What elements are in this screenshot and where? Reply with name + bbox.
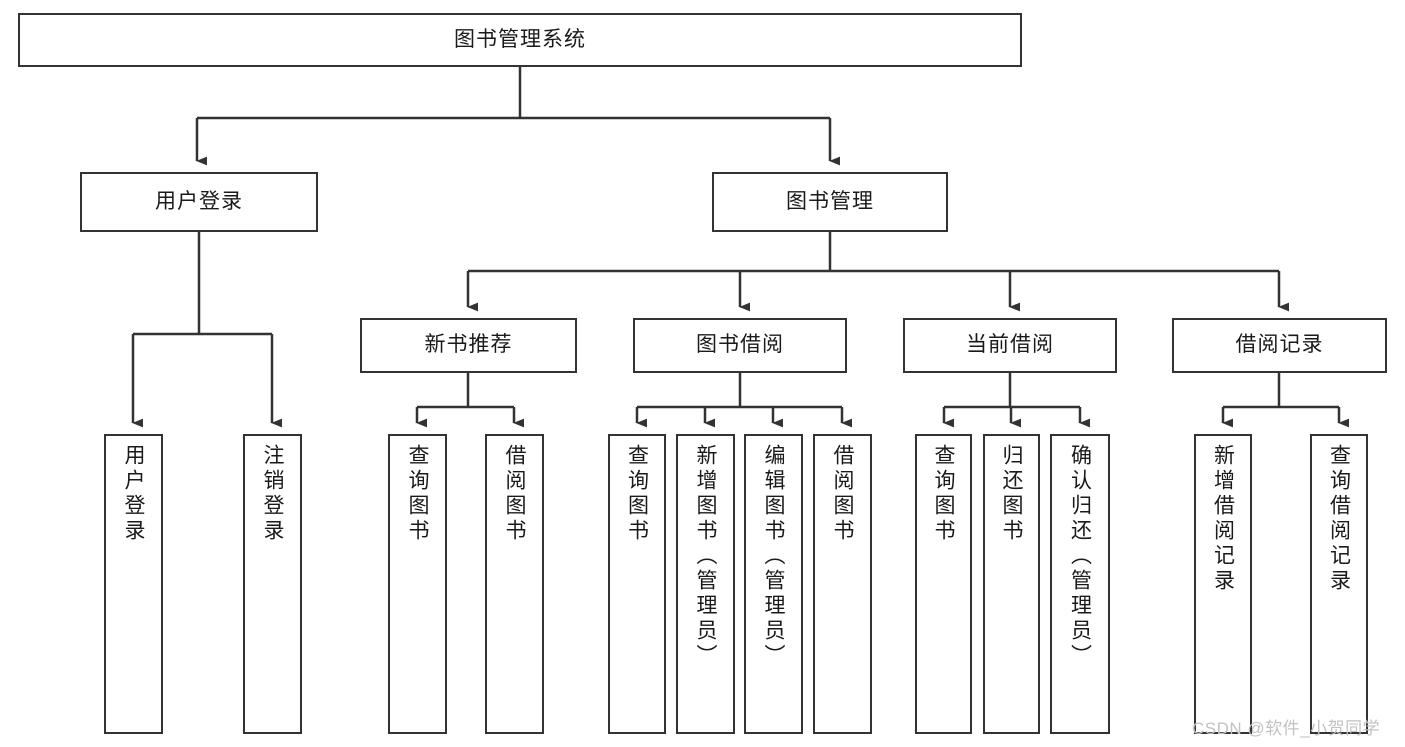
node-root-label: 图书管理系统 (454, 27, 586, 51)
node-leaf-query-book-c-label: 查询图书 (932, 444, 955, 544)
edge-current-borrow-to-leaves (942, 373, 1091, 428)
node-leaf-logout[interactable]: 注销登录 (243, 434, 302, 734)
node-leaf-edit-book[interactable]: 编辑图书（管理员） (744, 434, 803, 734)
node-leaf-query-record[interactable]: 查询借阅记录 (1310, 434, 1368, 734)
edge-new-book-rec-to-leaves (415, 373, 525, 428)
node-leaf-return-book-label: 归还图书 (1000, 444, 1023, 544)
edge-root-to-level2 (195, 67, 841, 166)
node-leaf-query-book-b-label: 查询图书 (625, 444, 649, 544)
edge-book-borrow-to-leaves (635, 373, 853, 428)
node-leaf-add-book[interactable]: 新增图书（管理员） (676, 434, 735, 734)
csdn-watermark: CSDN @软件_小贺同学 (1192, 719, 1381, 738)
node-leaf-query-book-rec-label: 查询图书 (406, 444, 429, 544)
node-leaf-query-record-label: 查询借阅记录 (1327, 444, 1351, 594)
node-leaf-add-record[interactable]: 新增借阅记录 (1194, 434, 1252, 734)
node-book-borrow-label: 图书借阅 (696, 333, 784, 357)
node-book-manage[interactable]: 图书管理 (712, 172, 948, 232)
node-new-book-rec-label: 新书推荐 (424, 333, 513, 357)
node-leaf-query-book-b[interactable]: 查询图书 (608, 434, 666, 734)
node-leaf-borrow-book-b-label: 借阅图书 (831, 444, 854, 544)
edge-book-manage-to-level3 (466, 232, 1290, 312)
node-user-login-label: 用户登录 (155, 189, 243, 213)
node-leaf-user-login-label: 用户登录 (122, 444, 145, 544)
node-leaf-borrow-book-rec-label: 借阅图书 (503, 444, 526, 544)
node-current-borrow-label: 当前借阅 (966, 333, 1054, 357)
edge-user-login-to-leaves (131, 232, 283, 428)
node-borrow-record[interactable]: 借阅记录 (1172, 318, 1387, 373)
node-leaf-user-login[interactable]: 用户登录 (104, 434, 163, 734)
node-leaf-query-book-c[interactable]: 查询图书 (915, 434, 972, 734)
node-new-book-rec[interactable]: 新书推荐 (360, 318, 577, 373)
node-leaf-return-book[interactable]: 归还图书 (983, 434, 1040, 734)
node-current-borrow[interactable]: 当前借阅 (903, 318, 1117, 373)
node-leaf-add-record-label: 新增借阅记录 (1211, 444, 1235, 594)
node-leaf-confirm-return-label: 确认归还（管理员） (1068, 444, 1092, 669)
node-user-login[interactable]: 用户登录 (80, 172, 318, 232)
node-leaf-query-book-rec[interactable]: 查询图书 (388, 434, 447, 734)
node-book-borrow[interactable]: 图书借阅 (633, 318, 847, 373)
node-book-manage-label: 图书管理 (786, 189, 874, 213)
node-leaf-confirm-return[interactable]: 确认归还（管理员） (1050, 434, 1110, 734)
node-borrow-record-label: 借阅记录 (1235, 333, 1324, 357)
node-leaf-edit-book-label: 编辑图书（管理员） (762, 444, 785, 669)
node-leaf-add-book-label: 新增图书（管理员） (694, 444, 717, 669)
node-root[interactable]: 图书管理系统 (18, 13, 1022, 67)
node-leaf-logout-label: 注销登录 (261, 444, 284, 544)
edge-borrow-record-to-leaves (1221, 373, 1350, 428)
node-leaf-borrow-book-b[interactable]: 借阅图书 (813, 434, 872, 734)
node-leaf-borrow-book-rec[interactable]: 借阅图书 (485, 434, 544, 734)
